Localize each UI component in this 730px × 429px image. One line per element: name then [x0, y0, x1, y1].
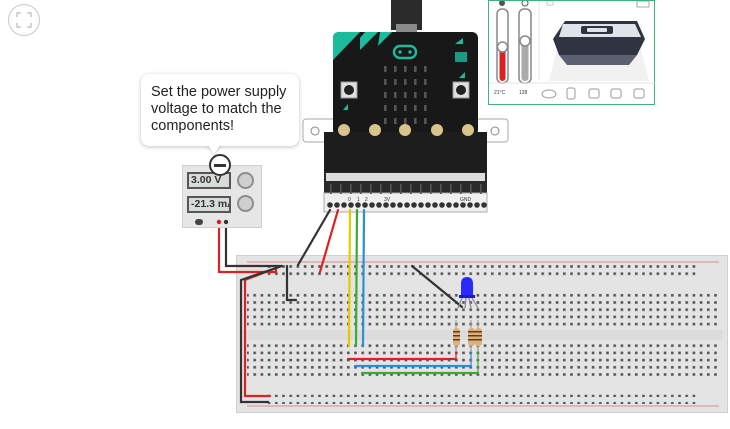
microbit-wires [285, 208, 480, 375]
minus-icon[interactable] [209, 154, 231, 176]
sensor-panel[interactable]: 21°C 128 [488, 0, 656, 105]
microbit-pin-label: 3V [384, 197, 391, 203]
power-supply[interactable]: 3.00 V -21.3 mA [182, 165, 262, 228]
sensor-panel-graphics [489, 0, 656, 100]
led-icon [457, 277, 479, 309]
voltage-knob[interactable] [237, 172, 254, 189]
fullscreen-icon [16, 12, 32, 28]
microbit-pin-label: 0 [348, 197, 351, 203]
microbit-pin-label: GND [460, 197, 472, 203]
microbit-pin-label: 2 [365, 197, 368, 203]
hint-tooltip: Set the power supply voltage to match th… [141, 74, 299, 146]
tooltip-tail [207, 144, 221, 154]
psu-voltage-display[interactable]: 3.00 V [187, 172, 231, 189]
psu-current-display: -21.3 mA [187, 196, 231, 213]
current-knob[interactable] [237, 195, 254, 212]
breadboard-holes [243, 261, 723, 407]
button-b [452, 81, 470, 99]
microbit-pin-label: 1 [357, 197, 360, 203]
psu-terminals [195, 219, 229, 225]
temperature-label: 21°C [494, 90, 506, 96]
light-level-label: 128 [519, 90, 528, 96]
button-a [340, 81, 358, 99]
psu-wires [217, 221, 284, 404]
sun-icon [521, 0, 529, 7]
microbit-board [302, 32, 509, 213]
fullscreen-button[interactable] [8, 4, 40, 36]
tooltip-text: Set the power supply voltage to match th… [151, 84, 287, 134]
resistor-icon [453, 320, 482, 352]
thermometer-icon [499, 0, 505, 6]
